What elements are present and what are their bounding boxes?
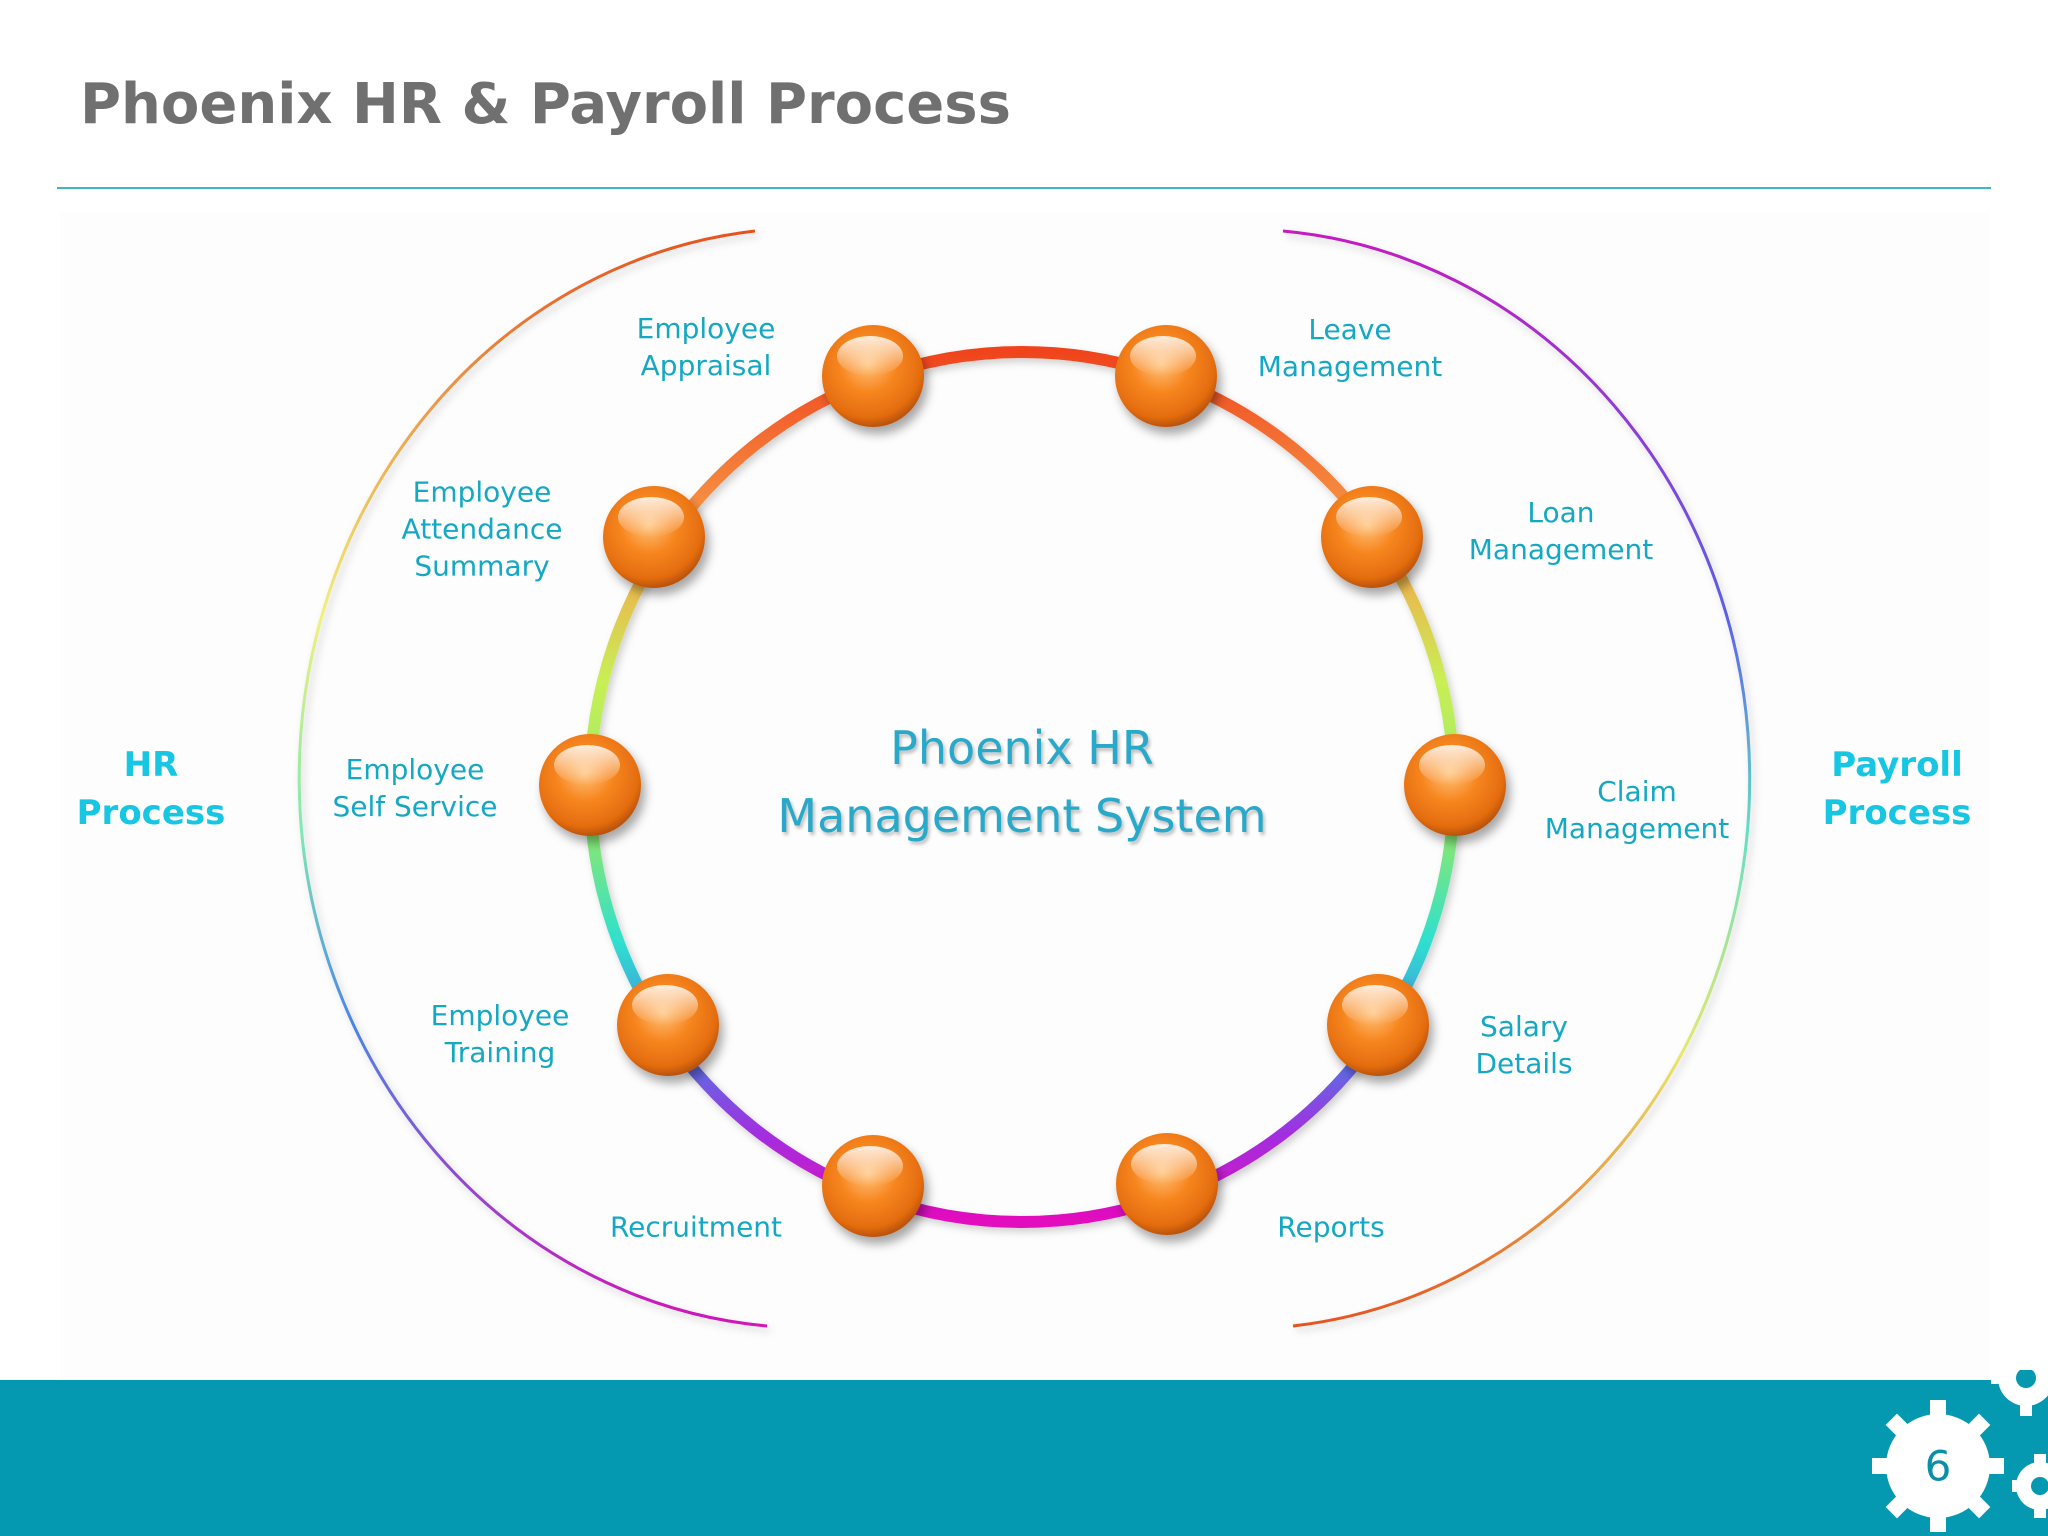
label-reports: Reports — [1277, 1210, 1385, 1244]
footer-band — [0, 1380, 2048, 1536]
node-employee-self-service — [539, 734, 641, 836]
node-loan-management — [1321, 486, 1423, 588]
node-claim-management — [1404, 734, 1506, 836]
process-diagram — [297, 229, 1752, 1328]
node-employee-training — [617, 974, 719, 1076]
hr-bracket-arc — [297, 229, 768, 1328]
node-salary-details — [1327, 974, 1429, 1076]
title-divider — [57, 187, 1991, 189]
label-recruitment: Recruitment — [609, 1210, 783, 1244]
node-recruitment — [822, 1135, 924, 1237]
node-leave-management — [1115, 325, 1217, 427]
node-reports — [1116, 1133, 1218, 1235]
node-employee-attendance-summary — [603, 486, 705, 588]
slide-title: Phoenix HR & Payroll Process — [80, 72, 1011, 137]
page-number: 6 — [1924, 1441, 1952, 1491]
node-employee-appraisal — [822, 325, 924, 427]
gear-icon — [1872, 1370, 2048, 1532]
payroll-bracket-arc — [1282, 229, 1752, 1328]
diagram-background — [60, 212, 1990, 1382]
